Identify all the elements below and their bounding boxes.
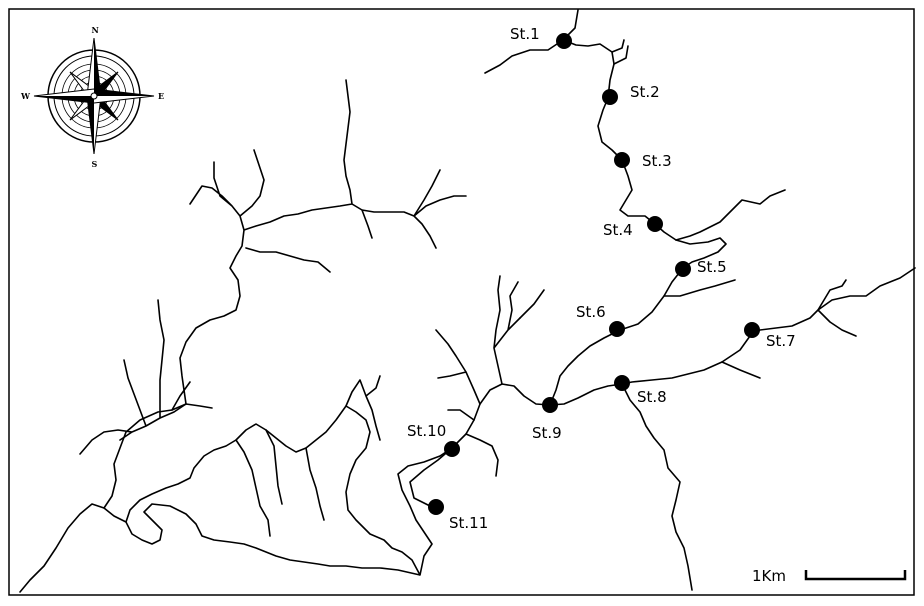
station-dot — [556, 33, 572, 49]
compass-east-label: E — [158, 91, 164, 101]
tributary-st5-east — [663, 279, 736, 297]
tributary-lake-north — [345, 375, 381, 441]
lower-channel-inner — [409, 447, 453, 509]
scale-bar-line — [804, 570, 907, 581]
lake-west-arm — [103, 403, 187, 509]
station-dot — [542, 397, 558, 413]
tributary-northwest-main — [179, 79, 467, 405]
station-label: St.4 — [603, 221, 633, 239]
station-dot — [444, 441, 460, 457]
station-label: St.1 — [510, 25, 540, 43]
station-label: St.3 — [642, 152, 672, 170]
station-st5[interactable]: St.5 — [675, 258, 727, 277]
station-label: St.9 — [532, 424, 562, 442]
station-label: St.10 — [407, 422, 446, 440]
tributary-center-west — [435, 329, 481, 405]
tributary-east-branch — [817, 279, 857, 337]
station-st1[interactable]: St.1 — [510, 25, 572, 49]
station-dot — [744, 322, 760, 338]
lake-outline — [125, 405, 421, 576]
lake-inlet-west — [19, 503, 127, 593]
station-dot — [609, 321, 625, 337]
lake-inner-arms — [235, 429, 325, 537]
station-st2[interactable]: St.2 — [602, 83, 660, 105]
main-river-lower — [397, 383, 551, 576]
station-st10[interactable]: St.10 — [407, 422, 460, 457]
scale-bar: 1Km — [752, 567, 907, 585]
station-label: St.5 — [697, 258, 727, 276]
tributary-st8-south — [621, 383, 693, 591]
tributary-top-right — [611, 39, 629, 65]
tributary-st10-east — [465, 433, 499, 477]
station-dot — [602, 89, 618, 105]
station-label: St.11 — [449, 514, 488, 532]
scale-bar-label: 1Km — [752, 567, 786, 585]
tributary-center-southwest — [447, 289, 545, 421]
station-st7[interactable]: St.7 — [744, 322, 796, 350]
station-dot — [675, 261, 691, 277]
compass-north-label: N — [92, 25, 99, 35]
station-dot — [428, 499, 444, 515]
station-dot — [614, 375, 630, 391]
compass-west-label: W — [20, 91, 31, 101]
station-label: St.6 — [576, 303, 606, 321]
station-markers: St.1 St.2 St.3 St.4 St.5 St.6 St.7 St.8 — [407, 25, 796, 532]
station-st11[interactable]: St.11 — [428, 499, 488, 532]
station-dot — [647, 216, 663, 232]
map-frame — [8, 8, 915, 596]
station-st6[interactable]: St.6 — [576, 303, 625, 337]
tributary-st7-south — [721, 361, 761, 379]
tributary-north-center — [493, 275, 521, 385]
station-dot — [614, 152, 630, 168]
tributary-far-west — [79, 299, 213, 455]
compass-rose-icon: N S E W — [20, 25, 164, 169]
compass-south-label: S — [92, 159, 98, 169]
station-st8[interactable]: St.8 — [614, 375, 667, 406]
main-river-upper — [484, 9, 727, 406]
station-label: St.8 — [637, 388, 667, 406]
station-label: St.7 — [766, 332, 796, 350]
main-river-right — [549, 267, 916, 406]
station-st9[interactable]: St.9 — [532, 397, 562, 442]
station-st4[interactable]: St.4 — [603, 216, 663, 239]
tributary-st4-east — [675, 189, 786, 241]
station-label: St.2 — [630, 83, 660, 101]
station-st3[interactable]: St.3 — [614, 152, 672, 170]
